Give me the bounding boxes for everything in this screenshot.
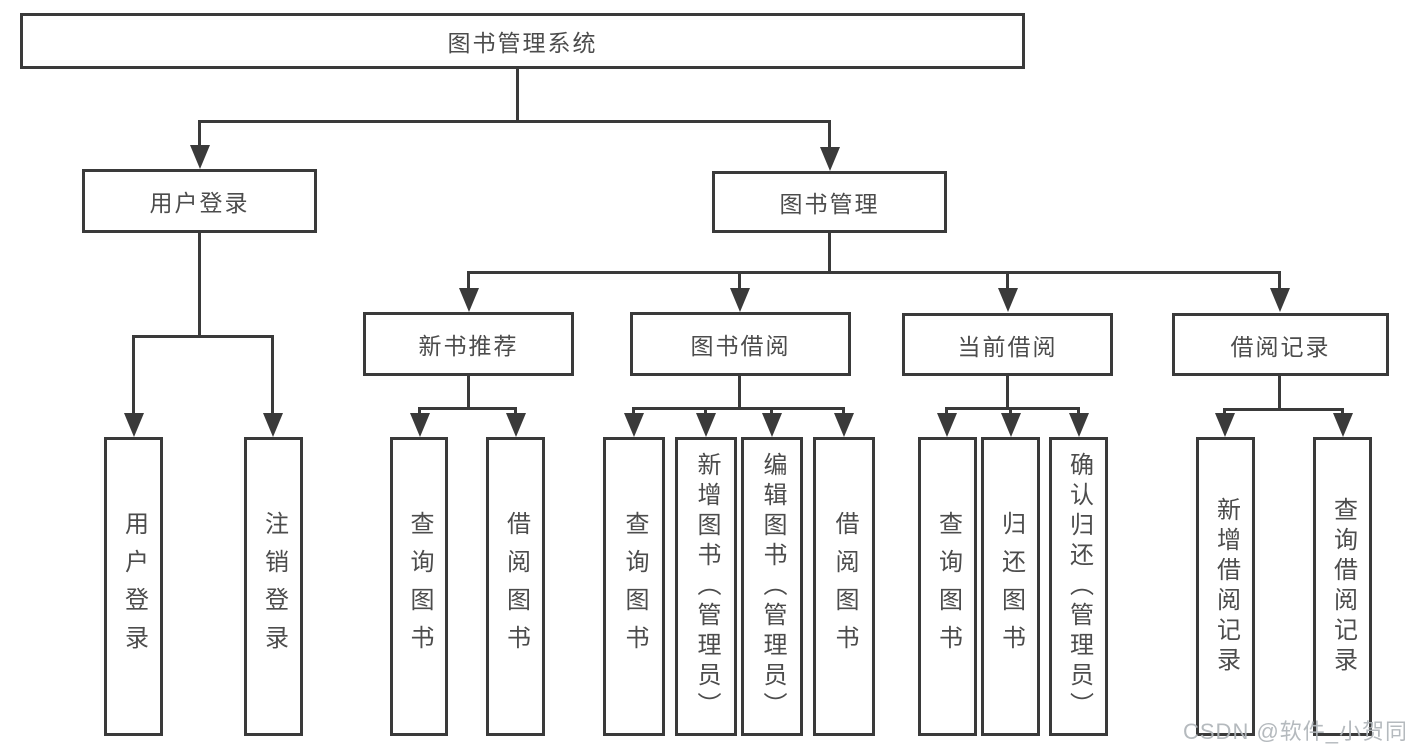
edge-line <box>1077 407 1080 413</box>
node-borrow-records: 借阅记录 <box>1172 313 1389 376</box>
leaf-query-books-current: 查询图书 <box>918 437 977 736</box>
edge-line <box>945 407 948 413</box>
leaf-query-borrow-record-label: 查询借阅记录 <box>1329 496 1357 677</box>
edge-arrowhead-icon <box>998 288 1018 312</box>
edge-line <box>467 271 470 288</box>
edge-line <box>1341 408 1344 413</box>
leaf-borrow-books-borrow-label: 借阅图书 <box>831 510 858 663</box>
leaf-query-borrow-record: 查询借阅记录 <box>1313 437 1372 736</box>
leaf-logout: 注销登录 <box>244 437 303 736</box>
leaf-edit-book-admin: 编辑图书（管理员） <box>741 437 803 736</box>
edge-line <box>842 407 845 413</box>
edge-arrowhead-icon <box>506 413 526 437</box>
edge-line <box>770 407 773 413</box>
edge-arrowhead-icon <box>762 413 782 437</box>
edge-line <box>514 407 517 413</box>
edge-arrowhead-icon <box>1001 413 1021 437</box>
leaf-query-books-newbooks: 查询图书 <box>390 437 448 736</box>
edge-line <box>467 271 1279 274</box>
edge-arrowhead-icon <box>459 288 479 312</box>
edge-line <box>828 120 831 147</box>
edge-line <box>132 335 135 413</box>
edge-line <box>418 407 517 410</box>
leaf-return-books: 归还图书 <box>981 437 1040 736</box>
leaf-logout-label: 注销登录 <box>260 510 288 663</box>
edge-arrowhead-icon <box>834 413 854 437</box>
edge-arrowhead-icon <box>820 147 840 171</box>
node-current-borrow: 当前借阅 <box>902 313 1113 376</box>
node-root-label: 图书管理系统 <box>447 30 598 56</box>
edge-line <box>1009 407 1012 413</box>
leaf-confirm-return-admin: 确认归还（管理员） <box>1049 437 1108 736</box>
edge-line <box>1006 376 1009 407</box>
edge-arrowhead-icon <box>696 413 716 437</box>
node-book-management-label: 图书管理 <box>779 191 880 217</box>
leaf-query-books-borrow-label: 查询图书 <box>621 510 648 663</box>
edge-line <box>516 69 519 120</box>
leaf-add-borrow-record-label: 新增借阅记录 <box>1212 496 1240 677</box>
leaf-query-books-current-label: 查询图书 <box>934 510 962 663</box>
edge-line <box>198 233 201 335</box>
edge-line <box>132 335 274 338</box>
edge-line <box>632 407 844 410</box>
leaf-user-login: 用户登录 <box>104 437 163 736</box>
leaf-confirm-return-admin-label: 确认归还（管理员） <box>1065 451 1093 722</box>
edge-line <box>1223 408 1226 413</box>
edge-arrowhead-icon <box>1270 288 1290 312</box>
edge-line <box>418 407 421 413</box>
leaf-add-book-admin: 新增图书（管理员） <box>675 437 737 736</box>
edge-line <box>1006 271 1009 288</box>
node-root: 图书管理系统 <box>20 13 1025 69</box>
edge-line <box>828 233 831 271</box>
edge-arrowhead-icon <box>730 288 750 312</box>
edge-line <box>738 376 741 407</box>
watermark: CSDN @软件_小贺同学 <box>1183 719 1405 744</box>
edge-arrowhead-icon <box>263 413 283 437</box>
leaf-query-books-borrow: 查询图书 <box>603 437 665 736</box>
edge-arrowhead-icon <box>937 413 957 437</box>
edge-arrowhead-icon <box>124 413 144 437</box>
edge-arrowhead-icon <box>410 413 430 437</box>
node-user-login: 用户登录 <box>82 169 317 233</box>
node-new-book-recommend: 新书推荐 <box>363 312 574 376</box>
leaf-borrow-books-newbooks-label: 借阅图书 <box>502 510 530 663</box>
leaf-borrow-books-newbooks: 借阅图书 <box>486 437 545 736</box>
edge-line <box>945 407 1079 410</box>
node-borrow-records-label: 借阅记录 <box>1230 333 1331 360</box>
edge-arrowhead-icon <box>1069 413 1089 437</box>
edge-line <box>1278 271 1281 288</box>
edge-line <box>632 407 635 413</box>
node-new-book-recommend-label: 新书推荐 <box>418 333 519 359</box>
node-book-management: 图书管理 <box>712 171 947 233</box>
leaf-add-borrow-record: 新增借阅记录 <box>1196 437 1255 736</box>
leaf-borrow-books-borrow: 借阅图书 <box>813 437 875 736</box>
edge-line <box>1278 376 1281 408</box>
leaf-return-books-label: 归还图书 <box>997 510 1025 663</box>
leaf-edit-book-admin-label: 编辑图书（管理员） <box>759 451 786 722</box>
edge-line <box>1223 408 1343 411</box>
edge-line <box>467 376 470 407</box>
node-book-borrow: 图书借阅 <box>630 312 851 376</box>
leaf-query-books-newbooks-label: 查询图书 <box>406 510 433 663</box>
edge-arrowhead-icon <box>624 413 644 437</box>
edge-line <box>198 120 201 145</box>
leaf-user-login-label: 用户登录 <box>120 510 148 663</box>
edge-arrowhead-icon <box>1333 413 1353 437</box>
leaf-add-book-admin-label: 新增图书（管理员） <box>693 451 720 722</box>
edge-line <box>271 335 274 413</box>
edge-arrowhead-icon <box>190 145 210 169</box>
edge-arrowhead-icon <box>1215 413 1235 437</box>
node-user-login-label: 用户登录 <box>149 190 250 216</box>
node-current-borrow-label: 当前借阅 <box>957 333 1058 360</box>
edge-line <box>738 271 741 288</box>
edge-line <box>198 120 831 123</box>
edge-line <box>704 407 707 413</box>
node-book-borrow-label: 图书借阅 <box>690 333 791 359</box>
